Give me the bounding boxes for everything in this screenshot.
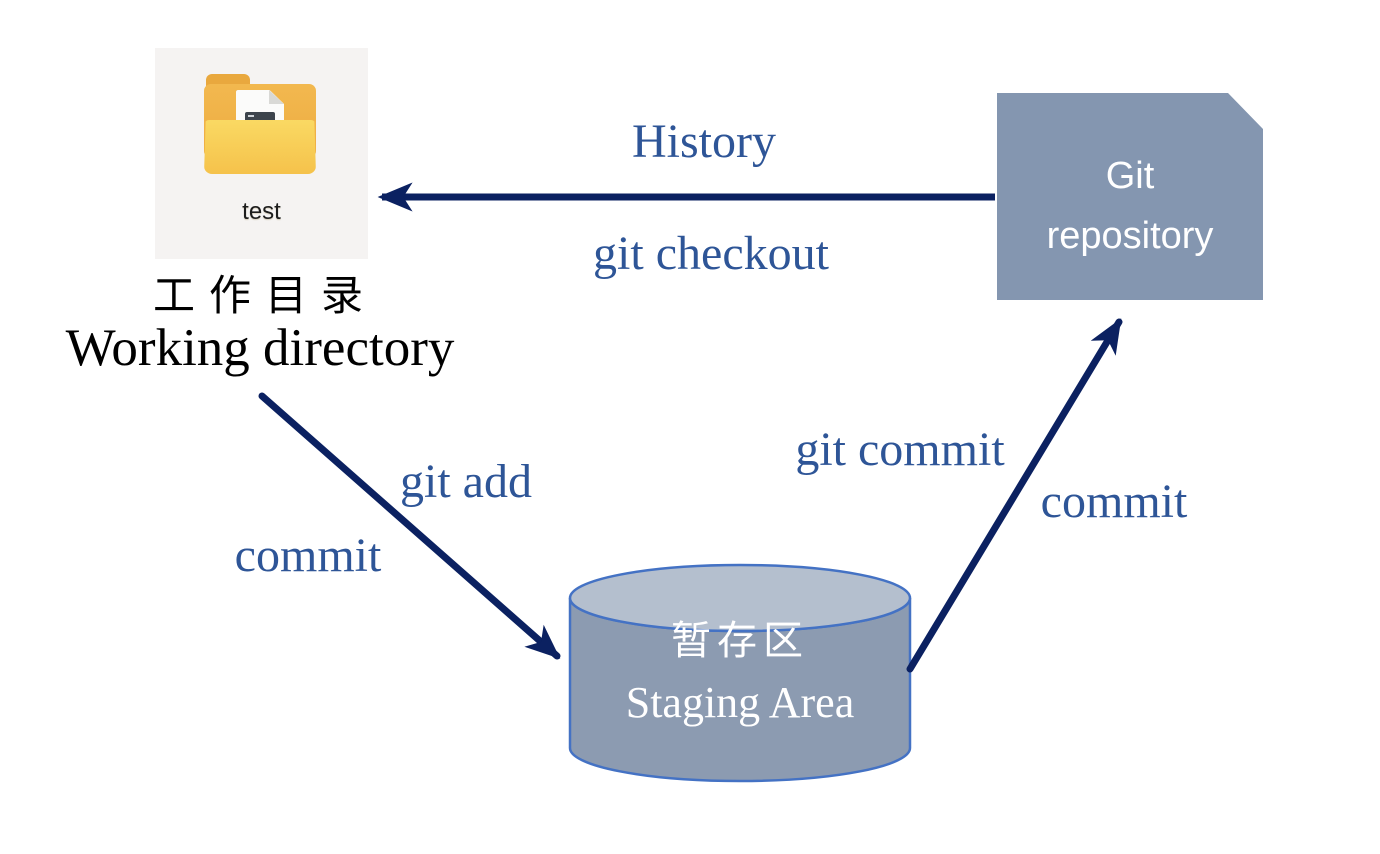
folder-front — [204, 120, 316, 174]
git-repository-label-line1: Git — [1105, 154, 1155, 197]
git-repository-label-line2: repository — [1046, 214, 1214, 257]
staging-area-labels: 暂存区 Staging Area — [590, 615, 890, 731]
working-directory-icon-tile: test — [155, 48, 368, 259]
folder-icon-caption: test — [242, 198, 281, 225]
git-repository-box: Git repository — [997, 93, 1263, 300]
working-directory-label-en: Working directory — [65, 319, 455, 377]
commit-right-label: commit — [1040, 475, 1188, 528]
history-label: History — [632, 115, 776, 168]
git-add-label: git add — [400, 455, 532, 508]
git-add-arrow — [258, 392, 561, 660]
folder-icon — [204, 74, 318, 174]
git-checkout-label: git checkout — [593, 227, 829, 280]
working-directory-label-zh: 工作目录 — [152, 274, 377, 320]
staging-area-label-en: Staging Area — [625, 678, 855, 727]
commit-left-label: commit — [234, 529, 382, 582]
terminal-prompt-mark — [248, 115, 254, 117]
git-commit-label: git commit — [795, 423, 1005, 476]
staging-area-label-zh: 暂存区 — [671, 618, 809, 663]
